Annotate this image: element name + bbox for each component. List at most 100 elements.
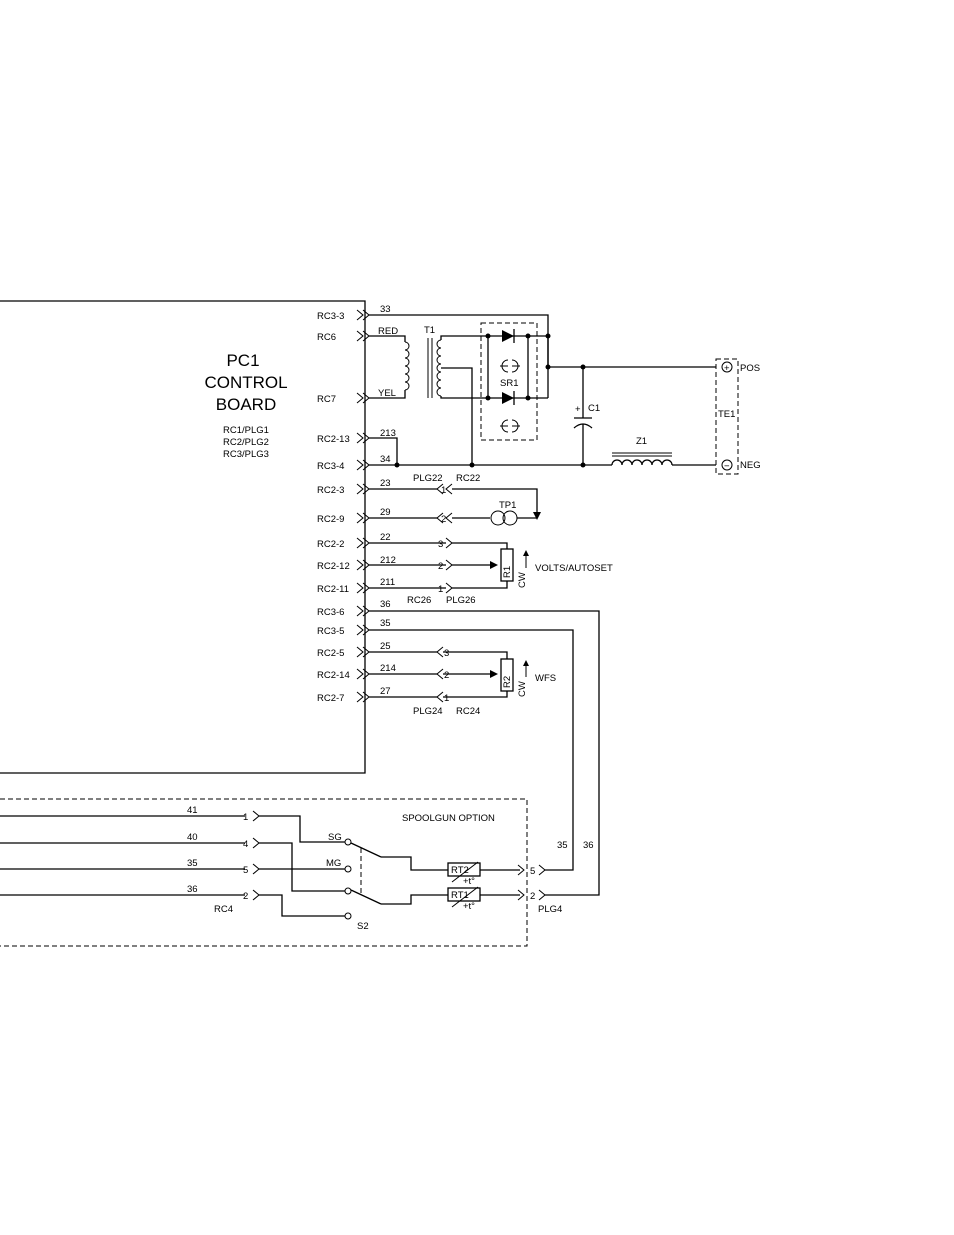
tp1-arrow bbox=[533, 512, 541, 520]
pin-1a: 1 bbox=[441, 485, 446, 496]
r1-pin1-chevron bbox=[445, 582, 453, 594]
pin-rc2-11: RC2-11 bbox=[317, 584, 349, 595]
node-34c bbox=[580, 462, 586, 468]
wire-34-label: 34 bbox=[380, 454, 391, 465]
board-sub-3: RC3/PLG3 bbox=[223, 449, 269, 460]
plg26-label: PLG26 bbox=[446, 595, 476, 606]
plg24-label: PLG24 bbox=[413, 706, 443, 717]
pos-label: POS bbox=[740, 363, 760, 374]
r1-label: R1 bbox=[502, 566, 513, 578]
mg-label: MG bbox=[326, 858, 341, 869]
wire-22-label: 22 bbox=[380, 532, 391, 543]
wire-40-label: 40 bbox=[187, 832, 198, 843]
pin-2b: 2 bbox=[438, 561, 443, 572]
wire-213-label: 213 bbox=[380, 428, 396, 439]
wfs-label: WFS bbox=[535, 673, 556, 684]
tp1-label: TP1 bbox=[499, 500, 516, 511]
pos-symbol: + bbox=[724, 363, 730, 374]
tp1-pin2-chevron-b bbox=[445, 512, 453, 524]
rt2-slash bbox=[451, 861, 479, 883]
wire-35-route bbox=[369, 629, 574, 871]
r1-wiper bbox=[490, 561, 498, 569]
pin-rc6: RC6 bbox=[317, 332, 336, 343]
plg4-pin2: 2 bbox=[530, 891, 535, 902]
capacitor-c1 bbox=[573, 367, 593, 465]
wire-212-label: 212 bbox=[380, 555, 396, 566]
rt1-label: RT1 bbox=[451, 890, 469, 901]
resistor-r2 bbox=[500, 658, 514, 692]
pin-1c: 1 bbox=[444, 693, 449, 704]
rt2-label: RT2 bbox=[451, 865, 469, 876]
plg4-pin5: 5 bbox=[530, 866, 535, 877]
transformer-t1 bbox=[369, 335, 520, 465]
rc24-label: RC24 bbox=[456, 706, 480, 717]
pin-rc3-4: RC3-4 bbox=[317, 461, 344, 472]
pin-2a: 2 bbox=[441, 514, 446, 525]
r2-cw-arrow bbox=[523, 660, 529, 666]
wire-27-right bbox=[443, 691, 508, 698]
rc22-label: RC22 bbox=[456, 473, 480, 484]
rt1-slash bbox=[451, 886, 479, 908]
wire-29-label: 29 bbox=[380, 507, 391, 518]
rc4-pin1: 1 bbox=[243, 812, 248, 823]
wire-yel-label: YEL bbox=[378, 388, 396, 399]
pin-rc2-12: RC2-12 bbox=[317, 561, 350, 572]
board-sub-2: RC2/PLG2 bbox=[223, 437, 269, 448]
pin-rc3-3: RC3-3 bbox=[317, 311, 344, 322]
wire-36-label: 36 bbox=[380, 599, 391, 610]
wire-211-right bbox=[452, 581, 508, 589]
rc4-pin2: 2 bbox=[243, 891, 248, 902]
wire-36b-label: 36 bbox=[187, 884, 198, 895]
r1-cw-label: CW bbox=[517, 572, 528, 588]
plg22-label: PLG22 bbox=[413, 473, 443, 484]
te1-label: TE1 bbox=[718, 409, 735, 420]
board-title-2: CONTROL bbox=[204, 373, 287, 392]
pin-rc2-9: RC2-9 bbox=[317, 514, 344, 525]
spoolgun-option-box bbox=[0, 798, 528, 947]
node-34b bbox=[469, 462, 475, 468]
pin-1b: 1 bbox=[438, 584, 443, 595]
thermostat-tp1 bbox=[452, 510, 537, 526]
wire-25-label: 25 bbox=[380, 641, 391, 652]
inductor-z1 bbox=[611, 452, 716, 466]
rc4-pin5: 5 bbox=[243, 865, 248, 876]
board-title-1: PC1 bbox=[226, 351, 259, 370]
wire-41-label: 41 bbox=[187, 805, 198, 816]
pin-rc2-13: RC2-13 bbox=[317, 434, 350, 445]
wire-36c-label: 36 bbox=[583, 840, 594, 851]
rc4-chevrons bbox=[252, 810, 260, 901]
plg4-chevrons bbox=[517, 864, 546, 901]
z1-label: Z1 bbox=[636, 436, 647, 447]
terminal-te1 bbox=[715, 358, 739, 475]
wire-red-label: RED bbox=[378, 326, 398, 337]
wire-23-right bbox=[452, 488, 538, 518]
pin-rc2-5: RC2-5 bbox=[317, 648, 344, 659]
pin-rc2-14: RC2-14 bbox=[317, 670, 350, 681]
neg-symbol: − bbox=[724, 461, 730, 472]
volts-autoset-label: VOLTS/AUTOSET bbox=[535, 563, 613, 574]
wire-213 bbox=[369, 437, 398, 465]
tp1-pin2-chevron-a bbox=[436, 512, 444, 524]
rc22-pin1-chevron bbox=[445, 483, 453, 495]
sr1-label: SR1 bbox=[500, 378, 518, 389]
board-title-3: BOARD bbox=[216, 395, 276, 414]
wire-35c-label: 35 bbox=[557, 840, 568, 851]
rt-outputs bbox=[480, 869, 520, 896]
rc4-label: RC4 bbox=[214, 904, 233, 915]
switch-s2 bbox=[259, 815, 448, 920]
r2-pin1-chevron bbox=[436, 691, 444, 703]
board-connector-chevrons bbox=[356, 309, 370, 703]
r1-pin3-chevron bbox=[445, 537, 453, 549]
node-34a bbox=[394, 462, 400, 468]
pin-rc2-2: RC2-2 bbox=[317, 539, 344, 550]
wire-23-label: 23 bbox=[380, 478, 391, 489]
r2-pin3-chevron bbox=[436, 646, 444, 658]
r1-pin2-chevron bbox=[445, 559, 453, 571]
r2-pin2-chevron bbox=[436, 668, 444, 680]
r2-wiper bbox=[490, 670, 498, 678]
board-sub-1: RC1/PLG1 bbox=[223, 425, 269, 436]
rt2-temp: +t° bbox=[463, 876, 475, 887]
pin-rc7: RC7 bbox=[317, 394, 336, 405]
wire-27-label: 27 bbox=[380, 686, 391, 697]
pin-rc2-3: RC2-3 bbox=[317, 485, 344, 496]
